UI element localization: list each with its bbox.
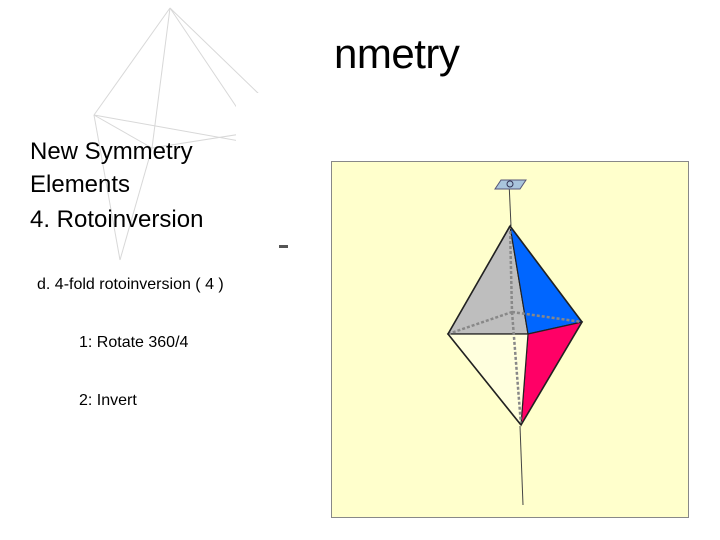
axis-marker [506,180,514,188]
bar-mark [279,245,288,248]
section-heading: New Symmetry Elements [30,138,193,198]
step-invert: 2: Invert [79,392,137,409]
rotoinversion-octahedron-icon [446,179,584,506]
subheading: 4. Rotoinversion [30,206,204,233]
rotation-axis-lower [519,425,524,506]
slide-title: nmetry [334,30,460,77]
step-rotate: 1: Rotate 360/4 [79,334,189,351]
axis-plane [494,179,527,190]
background-octahedron-outline [93,7,293,261]
figure-panel [331,161,689,518]
list-item-d: d. 4-fold rotoinversion ( 4 ) [37,276,224,293]
